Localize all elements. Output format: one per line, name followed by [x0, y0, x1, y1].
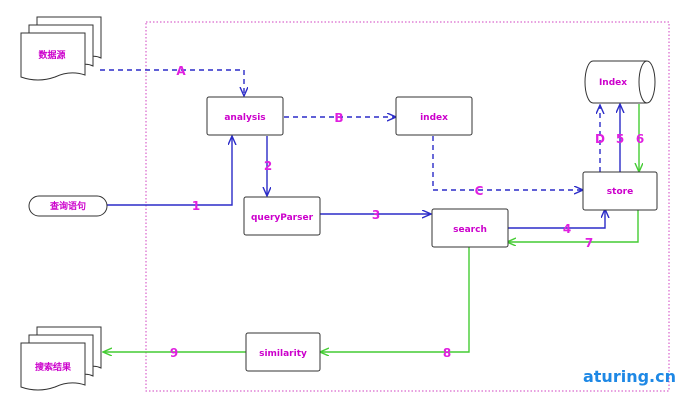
system-boundary-frame — [145, 21, 670, 392]
similarity-node: similarity — [245, 332, 321, 372]
query-parser-label: queryParser — [251, 213, 314, 223]
analysis-node: analysis — [206, 96, 284, 136]
query-parser-node: queryParser — [243, 196, 321, 236]
analysis-label: analysis — [224, 113, 265, 123]
edge-1 — [107, 137, 232, 206]
edge-label-8: 8 — [443, 346, 451, 360]
similarity-label: similarity — [259, 349, 307, 359]
edge-label-9: 9 — [170, 346, 178, 360]
edge-8 — [321, 247, 470, 352]
search-results-node: 搜索结果 — [20, 326, 102, 391]
edge-label-3: 3 — [372, 208, 380, 222]
edge-label-7: 7 — [585, 236, 593, 250]
edge-label-4: 4 — [563, 222, 571, 236]
edge-7 — [508, 210, 639, 242]
data-source-label: 数据源 — [38, 49, 65, 61]
index-label: index — [420, 113, 448, 123]
store-node: store — [582, 171, 658, 211]
data-source-node: 数据源 — [20, 16, 102, 81]
edge-c — [432, 136, 582, 190]
edge-label-1: 1 — [192, 199, 200, 213]
edge-label-5: 5 — [616, 132, 624, 146]
watermark: aturing.cn — [583, 367, 676, 386]
search-results-label: 搜索结果 — [35, 361, 72, 373]
edge-label-a: A — [176, 64, 186, 78]
query-statement-label: 查询语句 — [49, 200, 86, 212]
edge-label-b: B — [334, 111, 343, 125]
search-label: search — [453, 225, 487, 235]
edge-a — [100, 69, 244, 95]
index-node: index — [395, 96, 473, 136]
edge-label-c: C — [475, 184, 484, 198]
index-storage-label: Index — [599, 78, 627, 88]
store-label: store — [607, 187, 633, 197]
edge-label-2: 2 — [264, 159, 272, 173]
edge-4 — [508, 210, 605, 229]
index-storage-node: Index — [584, 60, 656, 104]
edge-label-6: 6 — [636, 132, 644, 146]
edge-label-d: D — [595, 132, 605, 146]
search-node: search — [431, 208, 509, 248]
query-statement-node: 查询语句 — [28, 195, 108, 217]
